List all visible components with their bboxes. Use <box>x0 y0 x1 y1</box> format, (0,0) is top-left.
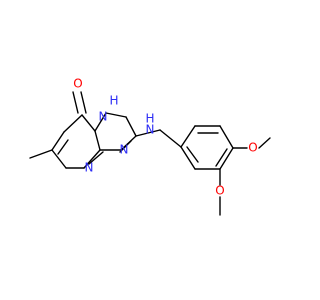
bond <box>258 137 271 149</box>
bond <box>119 140 132 153</box>
atom-n-ring-top: N <box>99 110 108 124</box>
atom-labels: O H N N N H N O O <box>73 77 257 198</box>
atom-h-ring: H <box>109 94 118 108</box>
bond <box>219 125 234 149</box>
atom-n-ring-bottom: N <box>85 161 94 175</box>
bond <box>105 112 127 118</box>
bond <box>88 151 104 165</box>
bond <box>81 114 96 132</box>
atom-n-amino: N <box>146 123 155 137</box>
bond <box>94 130 101 151</box>
bond <box>94 112 107 132</box>
bond <box>51 149 67 169</box>
bond <box>125 116 137 137</box>
bond <box>180 125 196 148</box>
bond <box>57 139 69 155</box>
molecule-structure: O H N N N H N O O <box>29 77 271 216</box>
atom-h-amino: H <box>145 112 154 126</box>
bond <box>159 129 182 148</box>
bond <box>83 149 101 169</box>
bond-group <box>29 91 271 216</box>
bond <box>180 146 196 170</box>
bond <box>135 129 161 137</box>
bond <box>186 146 199 163</box>
atom-o-carbonyl: O <box>73 77 82 91</box>
bond <box>63 114 83 133</box>
bond <box>80 91 87 114</box>
bond <box>215 148 228 167</box>
bond <box>219 147 234 170</box>
atom-o-methoxy-bottom: O <box>215 184 224 198</box>
atom-o-methoxy-top: O <box>248 141 257 155</box>
bond <box>72 91 79 114</box>
bond <box>51 131 65 151</box>
atom-n-ring-right: N <box>120 143 129 157</box>
bond <box>29 149 53 159</box>
